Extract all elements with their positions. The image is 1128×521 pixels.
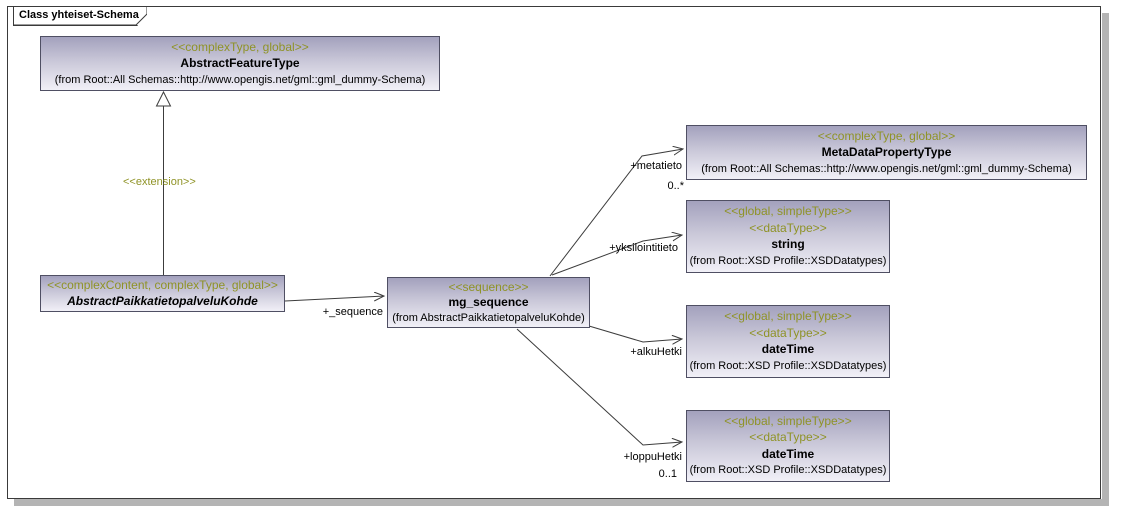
- stereotype-label: <<sequence>>: [448, 279, 529, 294]
- frame-shadow-bottom: [14, 499, 1109, 506]
- stereotype-label: <<global, simpleType>>: [724, 413, 852, 428]
- class-from-path: (from Root::All Schemas::http://www.open…: [54, 73, 426, 86]
- class-box-datetime-alku[interactable]: <<global, simpleType>> <<dataType>> date…: [686, 305, 890, 378]
- class-title: AbstractFeatureType: [180, 56, 300, 70]
- loppuhetki-multiplicity: 0..1: [658, 468, 677, 480]
- metatieto-role-label: +metatieto: [630, 160, 682, 172]
- class-box-string[interactable]: <<global, simpleType>> <<dataType>> stri…: [686, 200, 890, 273]
- stereotype-label: <<complexContent, complexType, global>>: [47, 278, 278, 292]
- metatieto-multiplicity: 0..*: [667, 180, 684, 192]
- stereotype-label: <<global, simpleType>>: [724, 203, 852, 218]
- class-box-metadata-property-type[interactable]: <<complexType, global>> MetaDataProperty…: [686, 125, 1087, 180]
- stereotype-label-2: <<dataType>>: [749, 220, 827, 235]
- class-box-abstract-paikkatietopalvelukohde[interactable]: <<complexContent, complexType, global>> …: [40, 275, 285, 312]
- stereotype-label-2: <<dataType>>: [749, 430, 827, 445]
- class-title: mg_sequence: [448, 295, 529, 309]
- class-box-mg-sequence[interactable]: <<sequence>> mg_sequence (from AbstractP…: [387, 277, 590, 328]
- yksilointitieto-role-label: +yksilointitieto: [609, 242, 678, 254]
- alkuhetki-role-label: +alkuHetki: [630, 346, 682, 358]
- class-title: dateTime: [761, 446, 815, 461]
- class-from-path: (from Root::XSD Profile::XSDDatatypes): [689, 360, 887, 373]
- loppuhetki-role-label: +loppuHetki: [623, 451, 682, 463]
- stereotype-label: <<complexType, global>>: [171, 39, 309, 54]
- frame-title: Class yhteiset-Schema: [19, 9, 139, 21]
- class-from-path: (from Root::All Schemas::http://www.open…: [701, 162, 1072, 175]
- class-from-path: (from Root::XSD Profile::XSDDatatypes): [689, 255, 887, 268]
- class-from-path: (from Root::XSD Profile::XSDDatatypes): [689, 464, 887, 477]
- class-title: MetaDataPropertyType: [821, 145, 952, 159]
- sequence-role-label: +_sequence: [322, 306, 383, 318]
- class-title: AbstractPaikkatietopalveluKohde: [67, 294, 258, 308]
- stereotype-label: <<complexType, global>>: [817, 128, 956, 143]
- class-box-datetime-loppu[interactable]: <<global, simpleType>> <<dataType>> date…: [686, 410, 890, 482]
- class-title: dateTime: [761, 342, 815, 357]
- stereotype-label: <<global, simpleType>>: [724, 308, 852, 323]
- frame-shadow-right: [1102, 13, 1109, 506]
- extension-stereotype-label: <<extension>>: [123, 176, 196, 188]
- class-box-abstract-feature-type[interactable]: <<complexType, global>> AbstractFeatureT…: [40, 36, 440, 91]
- class-title: string: [771, 237, 805, 252]
- stereotype-label-2: <<dataType>>: [749, 325, 827, 340]
- class-from-path: (from AbstractPaikkatietopalveluKohde): [392, 311, 585, 324]
